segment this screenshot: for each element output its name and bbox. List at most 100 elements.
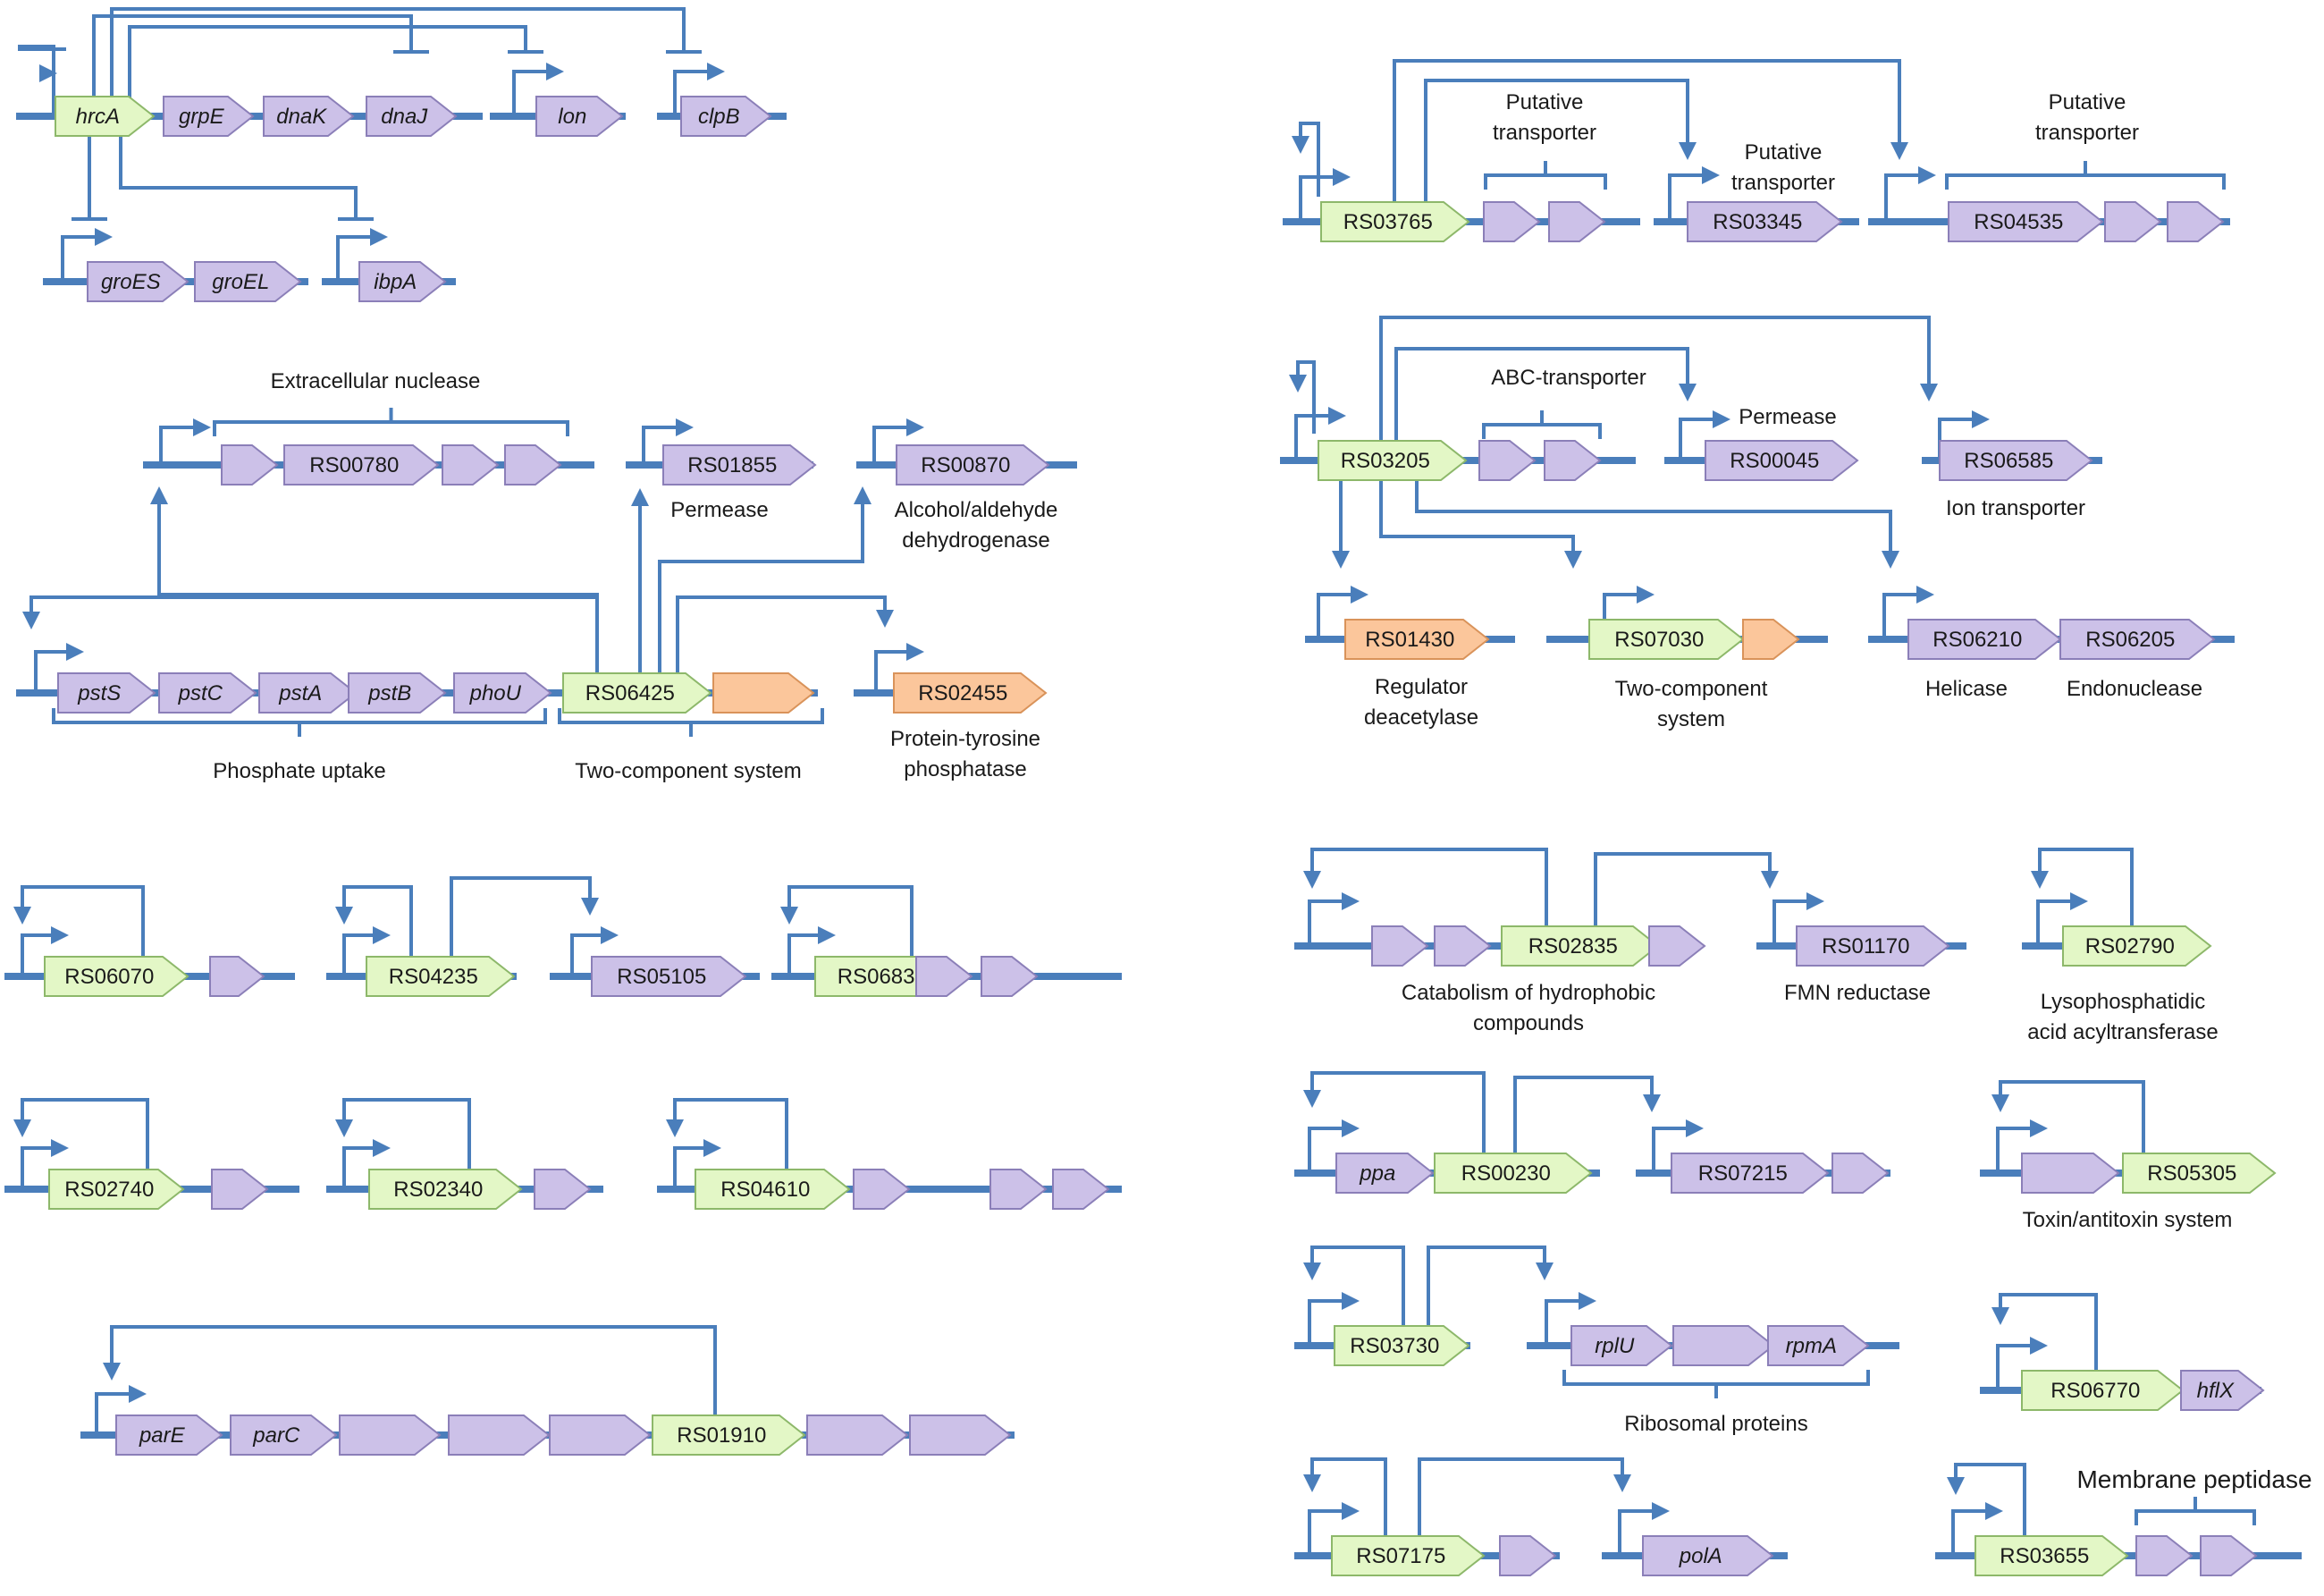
promoter-arrow [95, 1385, 147, 1435]
gene-rs06585 [1939, 440, 2093, 481]
regulation-line [1393, 59, 1908, 222]
gene-rs03765 [1320, 201, 1470, 242]
gene-phou [453, 672, 552, 714]
promoter-arrow [1882, 586, 1934, 639]
gene-rpma [1767, 1325, 1870, 1366]
gene-rs06205-label: RS06205 [2085, 628, 2175, 652]
label-membrane-peptidase: Membrane peptidase [2076, 1465, 2311, 1493]
regulatory-lines [13, 7, 2256, 1556]
regulation-line [1415, 478, 1899, 569]
regulation-line [150, 486, 599, 693]
gene-rs02740 [48, 1169, 185, 1210]
gene-rs01855-label: RS01855 [687, 453, 777, 477]
label-putative-c1: Putative [2049, 90, 2126, 114]
regulation-line [658, 486, 872, 693]
promoter-arrow [642, 418, 694, 465]
gene-unnamed [712, 672, 815, 714]
regulation-line [22, 595, 599, 675]
promoter-arrow [1668, 166, 1720, 222]
label-two-component-2b: system [1657, 707, 1725, 731]
regulation-line [1424, 79, 1697, 222]
label-phosphate-uptake: Phosphate uptake [213, 759, 386, 783]
gene-rs04235-label: RS04235 [389, 965, 478, 989]
label-protein-tyr-1: Protein-tyrosine [890, 727, 1040, 751]
gene-rs05305 [2122, 1153, 2277, 1194]
promoter-arrow [874, 643, 924, 693]
gene-rs01855 [662, 444, 817, 486]
gene-groel [194, 261, 302, 302]
operon-bracket [1562, 1370, 1870, 1398]
label-catabolism-1: Catabolism of hydrophobic [1402, 981, 1655, 1005]
gene-rs07215 [1671, 1153, 1830, 1194]
gene-pstb [348, 672, 447, 714]
gene-unnamed [1831, 1153, 1890, 1194]
promoter-arrow [673, 63, 725, 116]
regulation-line [780, 885, 914, 976]
gene-groel-label: groEL [212, 270, 269, 294]
gene-ibpa-label: ibpA [374, 270, 417, 294]
label-protein-tyr-2: phosphatase [904, 757, 1026, 781]
gene-unnamed [806, 1414, 909, 1456]
gene-rs02835-label: RS02835 [1528, 934, 1618, 958]
gene-rs06425-label: RS06425 [585, 681, 675, 705]
gene-unnamed [504, 444, 562, 486]
gene-rs02455-label: RS02455 [918, 681, 1007, 705]
operon-bracket [52, 708, 547, 737]
gene-rs05105 [591, 956, 747, 997]
gene-unnamed [534, 1169, 592, 1210]
gene-rs04235 [366, 956, 516, 997]
gene-ibpa [358, 261, 447, 302]
gene-rs06205 [2059, 619, 2216, 660]
gene-unnamed [1548, 201, 1606, 242]
gene-rs06070-label: RS06070 [64, 965, 154, 989]
promoter-arrow [1308, 1502, 1360, 1556]
gene-unnamed [2104, 201, 2162, 242]
gene-unnamed [339, 1414, 442, 1456]
label-permease-2: Permease [1739, 405, 1836, 429]
gene-unnamed [2135, 1535, 2193, 1576]
label-regulator-1: Regulator [1375, 675, 1468, 699]
gene-phou-label: phoU [469, 681, 522, 705]
gene-rs06835-label: RS06835 [838, 965, 927, 989]
gene-rs02790-label: RS02790 [2085, 934, 2175, 958]
regulation-line [1427, 1246, 1554, 1346]
gene-rplu-label: rplU [1595, 1334, 1635, 1358]
gene-psta-label: pstA [278, 681, 322, 705]
gene-parc [230, 1414, 338, 1456]
regulation-line [1513, 1076, 1661, 1173]
gene-rs00780 [283, 444, 440, 486]
promoter-arrow [21, 1139, 69, 1189]
promoter-arrow [1884, 166, 1936, 222]
label-lyso-2: acid acyltransferase [2027, 1020, 2218, 1044]
gene-rs06770-label: RS06770 [2050, 1379, 2140, 1403]
gene-rs01430 [1344, 619, 1490, 660]
regulation-line [335, 885, 413, 976]
label-two-component-2a: Two-component [1615, 677, 1768, 701]
gene-rs03655-label: RS03655 [2000, 1544, 2089, 1568]
label-fmn-reductase: FMN reductase [1784, 981, 1931, 1005]
gene-unnamed [442, 444, 500, 486]
chromosome-segments [4, 113, 2302, 1559]
label-alcohol-1: Alcohol/aldehyde [895, 498, 1058, 522]
promoter-arrow [2036, 892, 2088, 946]
gene-rs03205-label: RS03205 [1341, 449, 1430, 473]
promoter-arrow [1308, 1292, 1360, 1346]
gene-rpma-label: rpmA [1786, 1334, 1837, 1358]
gene-rs07030 [1588, 619, 1745, 660]
label-ribosomal: Ribosomal proteins [1624, 1412, 1807, 1436]
gene-rs07175-label: RS07175 [1356, 1544, 1445, 1568]
gene-rs01170 [1796, 925, 1950, 967]
label-putative-c2: transporter [2035, 121, 2139, 145]
gene-rs06585-label: RS06585 [1964, 449, 2053, 473]
promoter-arrow [1996, 1337, 2048, 1390]
label-two-component-1: Two-component system [575, 759, 801, 783]
gene-lon [535, 96, 624, 137]
gene-rs01170-label: RS01170 [1822, 934, 1909, 958]
label-putative-a1: Putative [1506, 90, 1584, 114]
gene-unnamed [1371, 925, 1429, 967]
regulation-line [666, 1098, 788, 1189]
promoter-arrow [1294, 407, 1346, 460]
gene-unnamed [211, 1169, 269, 1210]
gene-rs02835 [1501, 925, 1660, 967]
